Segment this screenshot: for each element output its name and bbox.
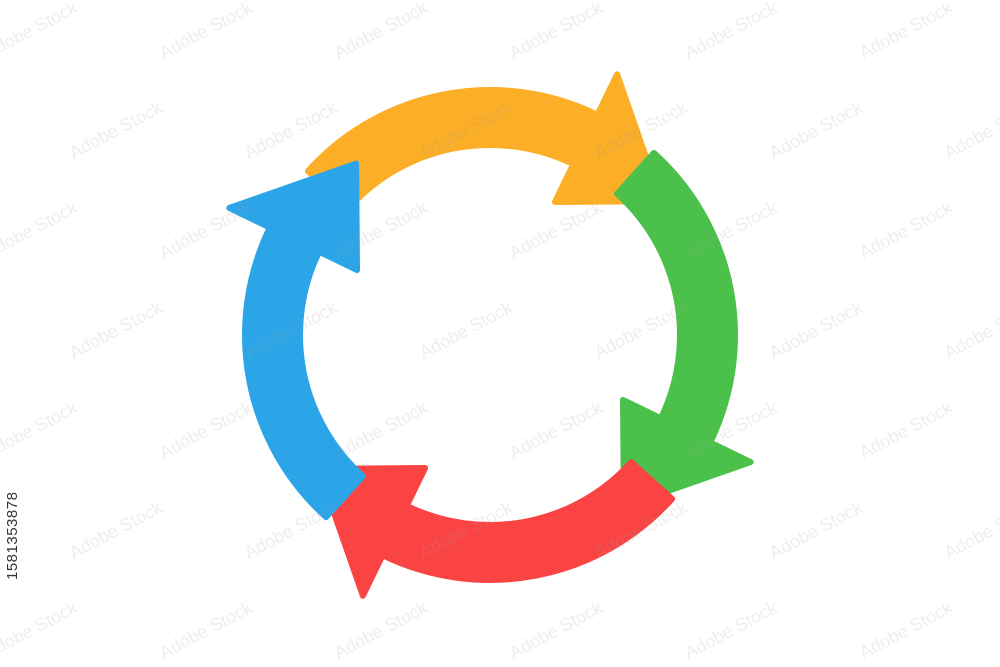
cycle-arrow-right xyxy=(614,149,754,510)
cycle-arrow-top xyxy=(304,71,665,211)
cycle-arrow-bottom xyxy=(315,459,676,599)
watermark-stock-id: 1581353878 xyxy=(4,491,21,580)
cycle-arrows xyxy=(226,71,754,599)
cycle-arrow-left xyxy=(226,160,366,521)
